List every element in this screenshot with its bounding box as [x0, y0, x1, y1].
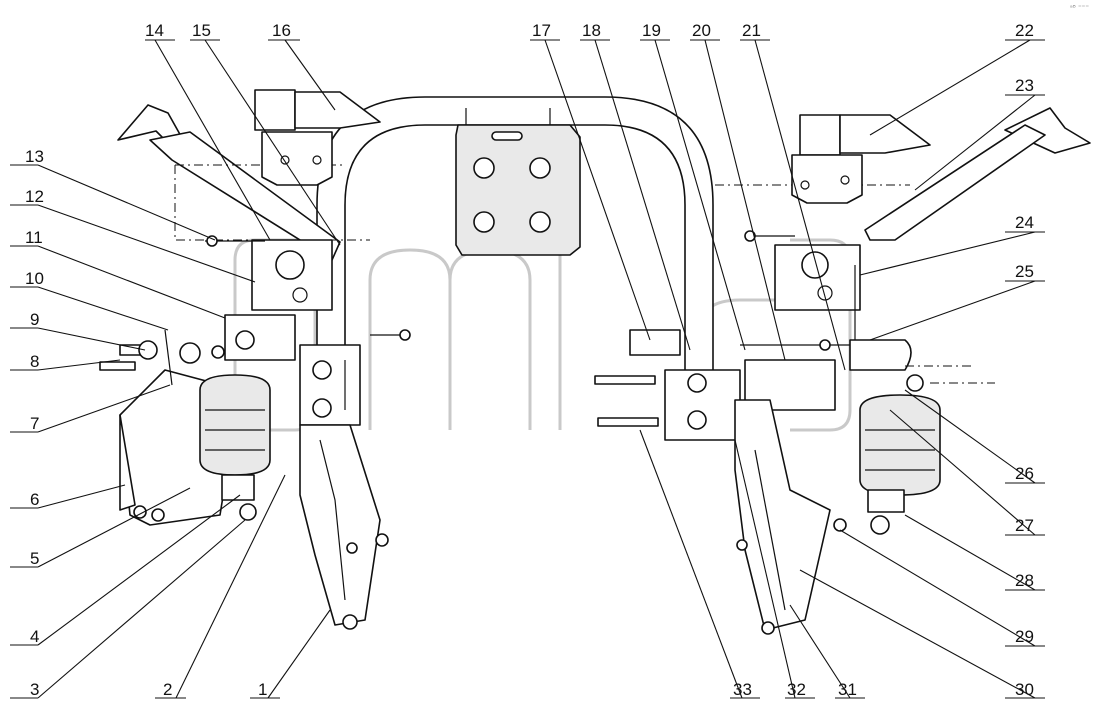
right-damper-bracket — [740, 339, 865, 411]
right-upper-bracket — [791, 114, 931, 204]
callout-29: 29 — [1015, 627, 1034, 646]
callout-16: 16 — [272, 21, 291, 40]
callout-13: 13 — [25, 147, 44, 166]
left-fasteners — [99, 329, 225, 386]
callout-10: 10 — [25, 269, 44, 288]
callout-12: 12 — [25, 187, 44, 206]
callout-22: 22 — [1015, 21, 1034, 40]
callout-6: 6 — [30, 490, 39, 509]
callout-27: 27 — [1015, 516, 1034, 535]
callout-32: 32 — [787, 680, 806, 699]
callout-11: 11 — [25, 228, 43, 247]
callout-4: 4 — [30, 627, 39, 646]
callout-labels: 1 2 3 4 5 6 7 8 9 10 11 12 13 14 15 16 1… — [25, 21, 1034, 699]
center-plate — [455, 108, 581, 256]
callout-33: 33 — [733, 680, 752, 699]
callout-30: 30 — [1015, 680, 1034, 699]
callout-18: 18 — [582, 21, 601, 40]
right-mount-block — [594, 329, 741, 441]
left-mount-block — [299, 329, 411, 426]
leader-lines — [37, 39, 1036, 699]
left-latch-assembly — [205, 235, 333, 361]
right-latch-assembly — [744, 230, 861, 340]
callout-15: 15 — [192, 21, 211, 40]
callout-28: 28 — [1015, 571, 1034, 590]
callout-17: 17 — [532, 21, 551, 40]
callout-3: 3 — [30, 680, 39, 699]
callout-9: 9 — [30, 310, 39, 329]
callout-21: 21 — [742, 21, 761, 40]
callout-26: 26 — [1015, 464, 1034, 483]
callout-25: 25 — [1015, 262, 1034, 281]
callout-5: 5 — [30, 549, 39, 568]
right-upper-arm — [715, 107, 1091, 241]
corner-mark: ᵃᴮ ⁼⁼⁼ — [1070, 4, 1089, 12]
callout-23: 23 — [1015, 76, 1034, 95]
label-underlines — [10, 39, 1045, 699]
callout-20: 20 — [692, 21, 711, 40]
callout-19: 19 — [642, 21, 661, 40]
left-upper-bracket — [254, 89, 381, 186]
left-lower-bracket — [299, 424, 389, 630]
callout-2: 2 — [163, 680, 172, 699]
callout-31: 31 — [838, 680, 857, 699]
left-air-spring — [199, 374, 271, 521]
callout-24: 24 — [1015, 213, 1034, 232]
callout-7: 7 — [30, 414, 39, 433]
callout-1: 1 — [258, 680, 267, 699]
right-lower-bracket — [734, 399, 847, 635]
callout-8: 8 — [30, 352, 39, 371]
right-air-spring — [849, 339, 995, 535]
callout-14: 14 — [145, 21, 164, 40]
